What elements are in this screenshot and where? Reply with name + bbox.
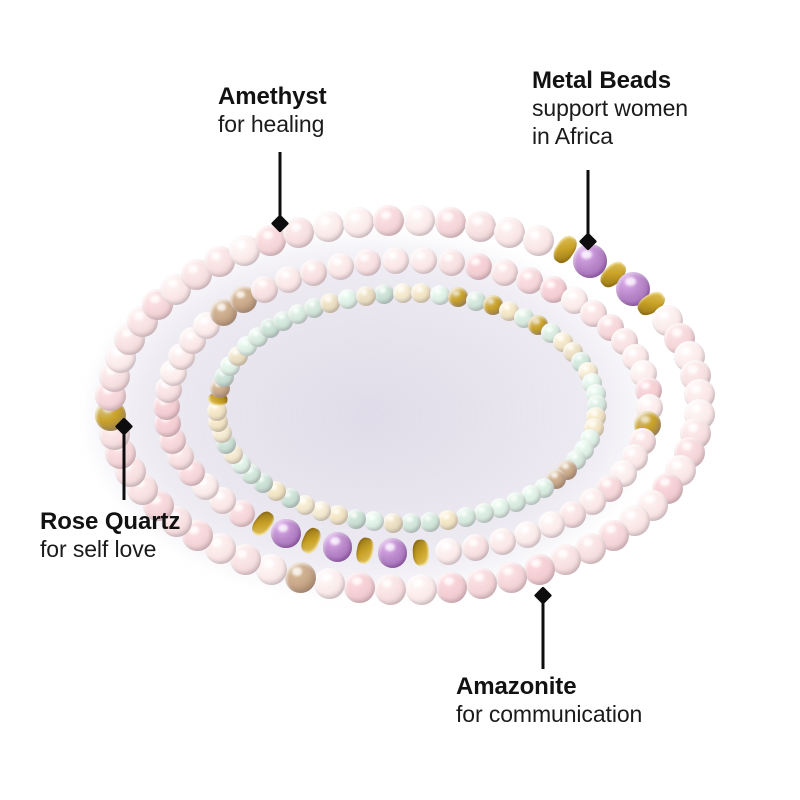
bead-rose-quartz — [409, 247, 437, 275]
pointer-rose-quartz-diamond — [114, 417, 134, 436]
pointer-amazonite-diamond — [533, 586, 553, 605]
bead-rose-quartz — [436, 571, 468, 603]
bead-amethyst — [271, 518, 301, 549]
bead-rose-quartz — [466, 567, 498, 599]
bead-amazonite — [419, 512, 440, 533]
callout-rose-quartz: Rose Quartz for self love — [40, 508, 180, 564]
callout-metal-beads: Metal Beads support women in Africa — [532, 67, 688, 151]
bead-rose-quartz — [488, 528, 516, 556]
bead-rose-quartz — [374, 573, 406, 605]
callout-metal-beads-subtitle-line2: in Africa — [532, 122, 613, 149]
bead-rose-quartz — [495, 561, 527, 593]
bead-rose-quartz — [465, 211, 497, 243]
callout-metal-beads-title: Metal Beads — [532, 67, 671, 94]
bead-amazonite — [411, 283, 432, 304]
bead-amazonite — [320, 292, 341, 313]
callout-amethyst-subtitle: for healing — [218, 111, 325, 138]
bead-amazonite — [207, 400, 228, 421]
bead-metal-spacer — [412, 540, 430, 567]
bracelet-photograph — [89, 205, 715, 605]
bead-amazonite — [456, 507, 477, 528]
bead-amazonite — [473, 503, 494, 524]
bead-rose-quartz — [405, 573, 437, 605]
bead-rose-quartz — [344, 571, 376, 603]
bracelet-strand-amazonite — [207, 283, 607, 533]
bead-amazonite — [465, 290, 486, 311]
bead-rose-quartz — [342, 207, 374, 239]
bead-rose-quartz — [256, 554, 288, 586]
bead-rose-quartz — [516, 267, 544, 295]
callout-metal-beads-subtitle-line1: support women — [532, 95, 688, 122]
bead-amazonite — [401, 512, 422, 533]
bead-rose-quartz — [435, 537, 463, 565]
bead-metal — [448, 287, 469, 308]
pointer-metal-beads-stem — [586, 170, 590, 240]
pointer-metal-beads — [578, 170, 598, 251]
bead-rose-quartz — [437, 249, 465, 277]
bead-rose-quartz — [326, 252, 354, 280]
bead-rose-quartz — [274, 266, 302, 294]
bead-amazonite — [438, 510, 459, 531]
bead-rose-quartz — [462, 534, 490, 562]
bead-rose-quartz — [523, 553, 555, 585]
bead-metal-spacer — [354, 537, 375, 566]
callout-amethyst: Amethyst for healing — [218, 83, 327, 139]
callout-amazonite: Amazonite for communication — [456, 673, 642, 729]
pointer-rose-quartz-stem — [122, 428, 126, 500]
bead-rose-quartz — [312, 211, 344, 243]
bead-amethyst — [322, 532, 353, 562]
bead-amazonite-matrix — [284, 561, 316, 593]
bead-amazonite — [311, 500, 332, 521]
bead-rose-quartz — [465, 253, 493, 281]
bead-amazonite — [303, 297, 324, 318]
bead-metal — [482, 295, 503, 316]
bead-amazonite — [288, 303, 309, 324]
pointer-metal-beads-diamond — [578, 232, 598, 251]
bead-amazonite — [364, 511, 384, 532]
bracelet-strand-rose-quartz — [95, 205, 715, 605]
bead-rose-quartz — [514, 520, 542, 548]
callout-amazonite-subtitle: for communication — [456, 701, 643, 728]
bead-metal-spacer — [298, 526, 324, 557]
bead-amazonite — [374, 283, 395, 304]
bead-amazonite — [392, 283, 413, 304]
bead-rose-quartz — [537, 511, 565, 539]
pointer-amethyst-diamond — [270, 214, 290, 233]
callout-amethyst-title: Amethyst — [218, 83, 327, 110]
bead-amazonite — [328, 505, 349, 526]
bead-rose-quartz — [522, 224, 554, 256]
callout-rose-quartz-subtitle: for self love — [40, 536, 157, 563]
bead-rose-quartz — [251, 275, 279, 303]
bead-rose-quartz — [494, 217, 526, 249]
bead-amazonite — [490, 498, 511, 519]
bead-amazonite — [345, 508, 366, 529]
bead-amethyst — [377, 538, 408, 569]
bead-rose-quartz — [373, 205, 405, 237]
bead-rose-quartz — [353, 249, 381, 277]
pointer-amethyst-stem — [278, 152, 282, 222]
pointer-amethyst — [270, 152, 290, 233]
bracelet-strand-mixed — [153, 247, 663, 569]
bead-amazonite — [505, 492, 526, 513]
bead-rose-quartz — [300, 258, 328, 286]
callout-rose-quartz-title: Rose Quartz — [40, 508, 181, 535]
bead-rose-quartz — [434, 207, 466, 239]
bead-rose-quartz — [381, 247, 409, 275]
pointer-amazonite — [533, 586, 553, 669]
bead-rose-quartz — [491, 259, 519, 287]
bead-amazonite — [294, 494, 315, 515]
pointer-amazonite-stem — [541, 597, 545, 669]
bead-amazonite — [355, 285, 376, 306]
pointer-rose-quartz — [114, 417, 134, 500]
bead-rose-quartz — [404, 205, 436, 237]
bead-rose-quartz — [550, 543, 582, 575]
bead-amazonite — [429, 284, 450, 305]
bead-amazonite — [337, 288, 358, 309]
bead-amazonite — [382, 512, 403, 533]
bead-rose-quartz — [313, 567, 345, 599]
callout-amazonite-title: Amazonite — [456, 673, 577, 700]
